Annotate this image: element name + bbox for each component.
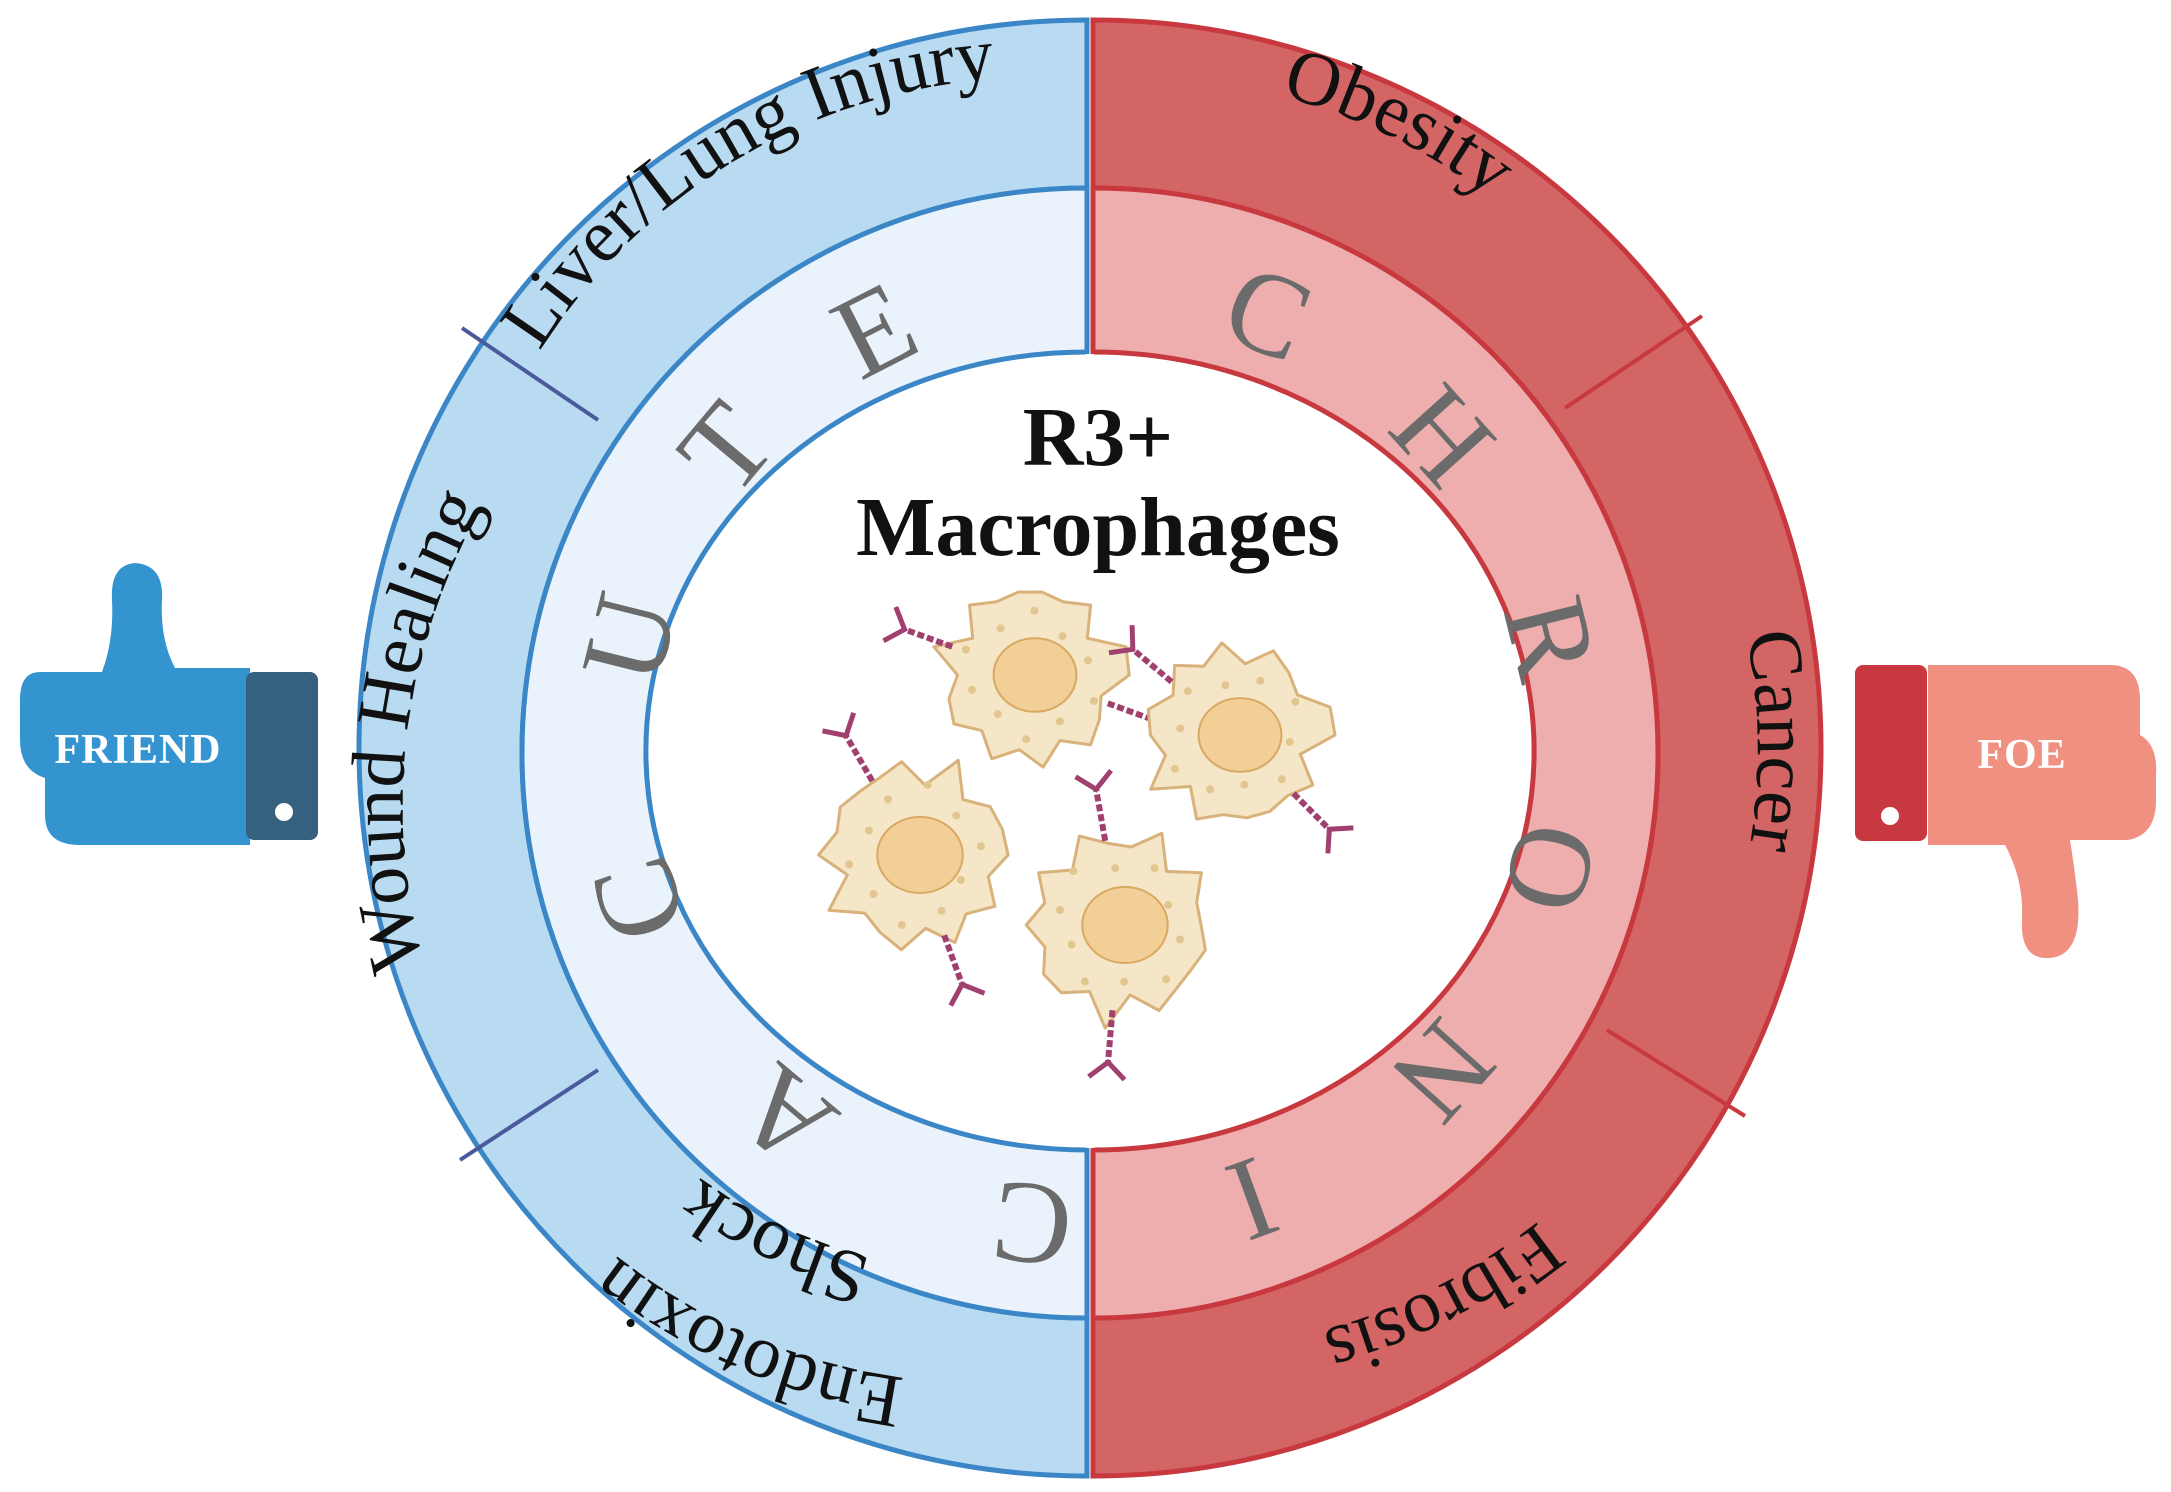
friend-cuff-button <box>275 803 293 821</box>
cancer-label: Cancer <box>1730 623 1825 857</box>
ring-dividers <box>458 314 1747 1162</box>
chronic-letter-c-6: C <box>985 1155 1079 1295</box>
foe-thumbs-down-icon: FOE <box>1855 665 2157 959</box>
foe-label: FOE <box>1977 732 2066 778</box>
receptor-icon <box>1093 788 1109 842</box>
center-circle <box>643 349 1537 1153</box>
divider-chronic-bottom <box>1605 1028 1747 1118</box>
receptor-icon <box>1106 700 1157 724</box>
friend-cuff <box>246 672 318 840</box>
friend-hand <box>20 563 250 845</box>
macrophage-cell <box>1024 768 1207 1082</box>
receptor-icon <box>1130 647 1174 685</box>
friend-thumbs-up-icon: FRIEND <box>20 563 318 845</box>
divider-acute-top <box>460 326 600 422</box>
friend-label: FRIEND <box>54 727 221 773</box>
divider-chronic-top <box>1563 314 1704 410</box>
receptor-icon <box>1105 1009 1116 1063</box>
foe-hand <box>1928 665 2157 959</box>
divider-acute-bottom <box>458 1068 600 1162</box>
receptor-icon <box>1291 791 1332 832</box>
center-title-line1: R3+ <box>1023 391 1174 484</box>
receptor-icon <box>903 626 954 650</box>
macrophage-cell <box>817 712 1010 1007</box>
foe-cuff <box>1855 665 1927 841</box>
macrophage-cells <box>817 590 1354 1082</box>
macrophage-cell <box>882 590 1178 769</box>
receptor-icon <box>843 734 875 783</box>
receptor-icon <box>941 934 965 986</box>
macrophage-cell <box>1108 625 1354 854</box>
center-title-line2: Macrophages <box>856 481 1340 574</box>
foe-cuff-button <box>1881 807 1899 825</box>
